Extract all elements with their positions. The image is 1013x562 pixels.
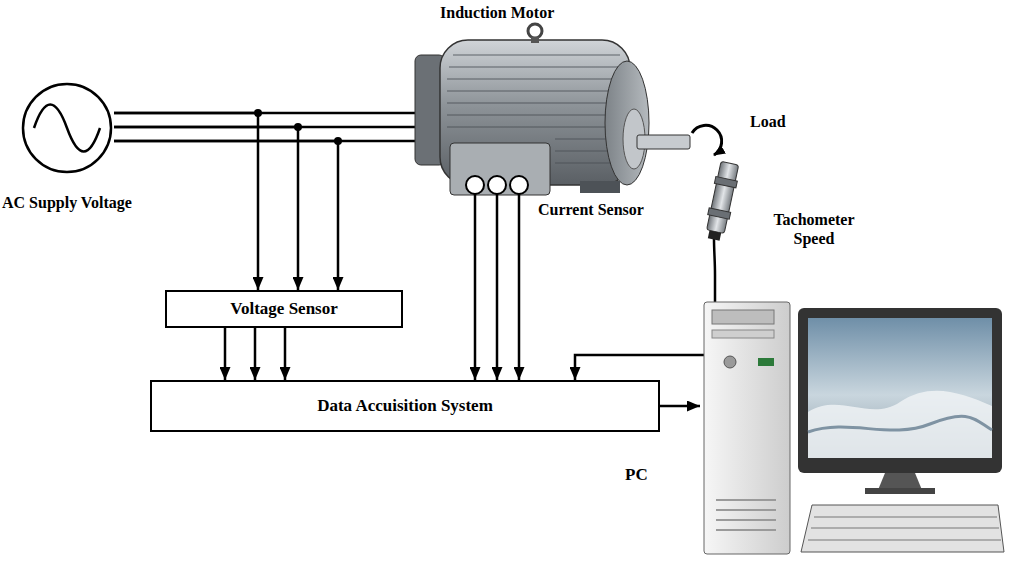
drawing-line xyxy=(447,114,625,116)
drawing-line xyxy=(449,66,623,68)
signal-arrow xyxy=(254,328,257,380)
node-label: Induction Motor xyxy=(440,3,554,22)
drawing-line xyxy=(811,527,999,529)
drawing-line xyxy=(447,126,625,128)
signal-arrow xyxy=(474,224,477,380)
drawing-rect xyxy=(712,310,774,324)
drawing-ellipse xyxy=(605,61,649,185)
drawing-rect xyxy=(865,488,935,494)
signal-arrow xyxy=(518,224,521,380)
drawing-circle xyxy=(488,176,506,194)
drawing-path xyxy=(808,416,992,432)
signal-arrow xyxy=(284,328,287,380)
drawing-rect xyxy=(704,302,790,554)
drawing-rect xyxy=(580,181,620,193)
drawing-line xyxy=(716,519,776,521)
drawing-g xyxy=(703,161,741,242)
current-sensor: Current Sensor xyxy=(460,172,660,224)
drawing-path xyxy=(34,105,100,152)
box-label: Voltage Sensor xyxy=(230,299,338,319)
drawing-line xyxy=(453,54,620,56)
signal-arrow xyxy=(114,127,298,290)
drawing-line xyxy=(474,194,477,224)
node-label: PC xyxy=(625,465,648,485)
motor-node: Induction Motor xyxy=(415,5,670,200)
signal-arrow xyxy=(114,113,258,290)
drawing-rect xyxy=(707,161,739,233)
drawing-rect xyxy=(798,308,1002,473)
drawing-path xyxy=(878,473,922,490)
drawing-line xyxy=(447,78,625,80)
drawing-rect xyxy=(637,135,690,149)
tachometer: Tachometer Speed xyxy=(700,160,895,275)
drawing-rect xyxy=(808,318,992,458)
load-arrow xyxy=(692,125,722,155)
signal-arrow xyxy=(114,141,338,290)
pc-node: PC xyxy=(700,300,1005,558)
drawing-g xyxy=(466,176,528,194)
drawing-line xyxy=(716,499,776,501)
drawing-circle xyxy=(23,84,111,172)
drawing-g xyxy=(808,517,1001,540)
box-label: Data Accuisition System xyxy=(317,396,493,416)
drawing-line xyxy=(716,529,776,531)
drawing-rect xyxy=(708,230,721,240)
node-label: Current Sensor xyxy=(538,200,644,219)
ac-source: AC Supply Voltage xyxy=(20,81,114,175)
drawing-rect xyxy=(714,177,737,188)
process-box: Data Accuisition System xyxy=(150,380,660,432)
signal-arrow xyxy=(496,224,499,380)
drawing-rect xyxy=(450,143,550,195)
drawing-circle xyxy=(466,176,484,194)
drawing-rect xyxy=(531,37,539,43)
drawing-rect xyxy=(712,330,774,338)
part-label: Load xyxy=(750,112,786,131)
drawing-line xyxy=(447,102,625,104)
node-label: Tachometer Speed xyxy=(756,210,872,248)
motor-illustration xyxy=(415,5,670,200)
drawing-circle xyxy=(510,176,528,194)
drawing-rect xyxy=(758,358,774,366)
drawing-rect xyxy=(708,208,731,219)
drawing-circle xyxy=(724,356,736,368)
drawing-path xyxy=(801,505,1004,552)
drawing-line xyxy=(518,194,521,224)
signal-arrow xyxy=(575,275,715,380)
drawing-line xyxy=(716,509,776,511)
signal-arrow xyxy=(660,405,700,408)
drawing-line xyxy=(447,90,625,92)
drawing-line xyxy=(808,539,1001,541)
drawing-path xyxy=(714,238,715,275)
drawing-path xyxy=(808,391,992,458)
drawing-line xyxy=(496,194,499,224)
node-label: AC Supply Voltage xyxy=(2,193,132,212)
process-box: Voltage Sensor xyxy=(165,290,403,328)
drawing-circle xyxy=(528,24,542,38)
signal-arrow xyxy=(224,328,227,380)
pc-illustration xyxy=(700,300,1005,558)
ac-source-symbol xyxy=(20,81,114,175)
drawing-line xyxy=(814,516,997,518)
drawing-g xyxy=(475,194,519,224)
drawing-g xyxy=(716,500,776,530)
